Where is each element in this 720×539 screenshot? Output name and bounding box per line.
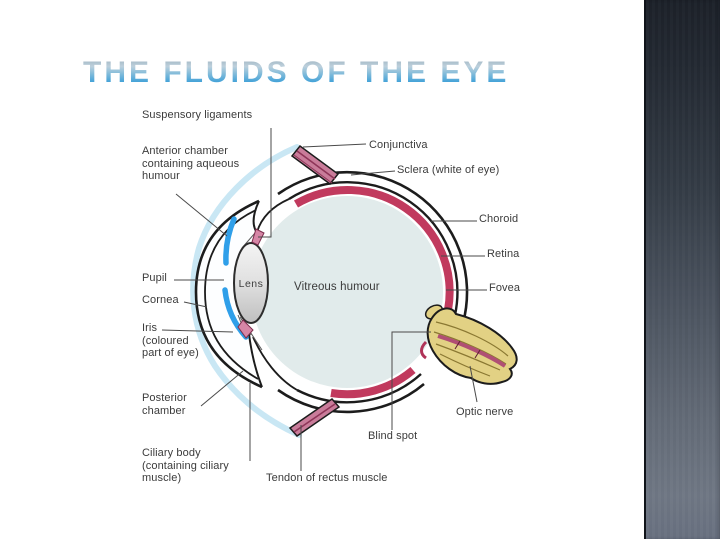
label-text: Sclera (white of eye): [397, 164, 500, 176]
label-text: Cornea: [142, 294, 179, 306]
label-text: containing aqueous: [142, 157, 240, 170]
pointer-anterior-chamber: [175, 193, 228, 237]
ciliary-body-lower: [237, 319, 254, 339]
pointer-suspensory-ligaments: [258, 128, 272, 238]
label-text: Conjunctiva: [369, 139, 428, 151]
iris-arc-upper: [223, 216, 237, 266]
decorative-side-bar: [644, 0, 720, 539]
label-text: Pupil: [142, 272, 167, 284]
pointer-sclera: [350, 170, 396, 176]
retina-outline-lower: [296, 373, 422, 404]
label-conjunctiva: Conjunctiva: [369, 139, 428, 152]
label-text: Optic nerve: [456, 406, 514, 418]
choroid-ring: [293, 186, 454, 311]
label-text: chamber: [142, 404, 186, 417]
ciliary-line-top: [256, 198, 290, 233]
sclera-outline: [277, 170, 469, 324]
pointer-conjunctiva: [302, 143, 367, 148]
label-text: muscle): [142, 472, 182, 484]
label-text: Iris: [142, 322, 158, 334]
label-sclera: Sclera (white of eye): [397, 164, 499, 177]
pointer-cornea: [183, 301, 208, 308]
label-text: part of eye): [142, 347, 199, 359]
pointer-blind-spot: [391, 331, 431, 430]
lens-shape: [233, 242, 269, 324]
label-text: Blind spot: [368, 430, 418, 442]
ciliary-line-bottom: [252, 336, 298, 391]
label-tendon-of-rectus-muscle: Tendon of rectus muscle: [266, 472, 388, 485]
slide-title: THE FLUIDS OF THE EYE: [83, 56, 510, 89]
label-vitreous-humour: Vitreous humour: [294, 281, 380, 294]
label-ciliary-body: Ciliary body (containing ciliary muscle): [142, 447, 229, 485]
label-text: Vitreous humour: [294, 281, 380, 293]
label-text: Retina: [487, 248, 520, 260]
label-text: humour: [142, 170, 180, 182]
limbus-line-bottom: [248, 333, 263, 388]
pointer-optic-nerve: [469, 365, 478, 403]
rectus-tendon-upper: [290, 144, 340, 186]
label-posterior-chamber: Posterior chamber: [142, 392, 187, 417]
label-choroid: Choroid: [479, 213, 518, 226]
optic-nerve-shape: [420, 304, 518, 385]
retina-outline: [288, 181, 459, 316]
label-text: Lens: [238, 278, 264, 290]
label-text: (coloured: [142, 334, 189, 347]
label-text: Fovea: [489, 282, 521, 294]
label-cornea: Cornea: [142, 294, 179, 307]
label-text: Anterior chamber: [142, 145, 228, 157]
label-optic-nerve: Optic nerve: [456, 406, 513, 419]
pointer-iris: [161, 329, 234, 333]
rectus-tendon-lower: [288, 398, 341, 437]
label-text: Ciliary body: [142, 447, 201, 459]
label-pupil: Pupil: [142, 272, 167, 285]
label-text: Choroid: [479, 213, 519, 225]
label-text: Suspensory ligaments: [142, 109, 253, 121]
pointer-lines: [161, 128, 487, 471]
pointer-posterior-chamber: [200, 370, 244, 407]
cornea-outline-outer: [194, 199, 263, 389]
label-text: (containing ciliary: [142, 459, 229, 472]
label-iris: Iris (coloured part of eye): [142, 322, 199, 360]
label-text: Posterior: [142, 392, 187, 404]
sclera-outline-lower: [277, 383, 425, 414]
label-fovea: Fovea: [489, 282, 520, 295]
label-suspensory-ligaments: Suspensory ligaments: [142, 109, 252, 122]
label-lens: Lens: [233, 278, 269, 291]
label-text: Tendon of rectus muscle: [266, 472, 388, 484]
label-retina: Retina: [487, 248, 519, 261]
vitreous-humour-region: [251, 196, 443, 388]
label-anterior-chamber: Anterior chamber containing aqueous humo…: [142, 145, 239, 183]
label-blind-spot: Blind spot: [368, 430, 417, 443]
choroid-ring-lower: [330, 366, 416, 399]
